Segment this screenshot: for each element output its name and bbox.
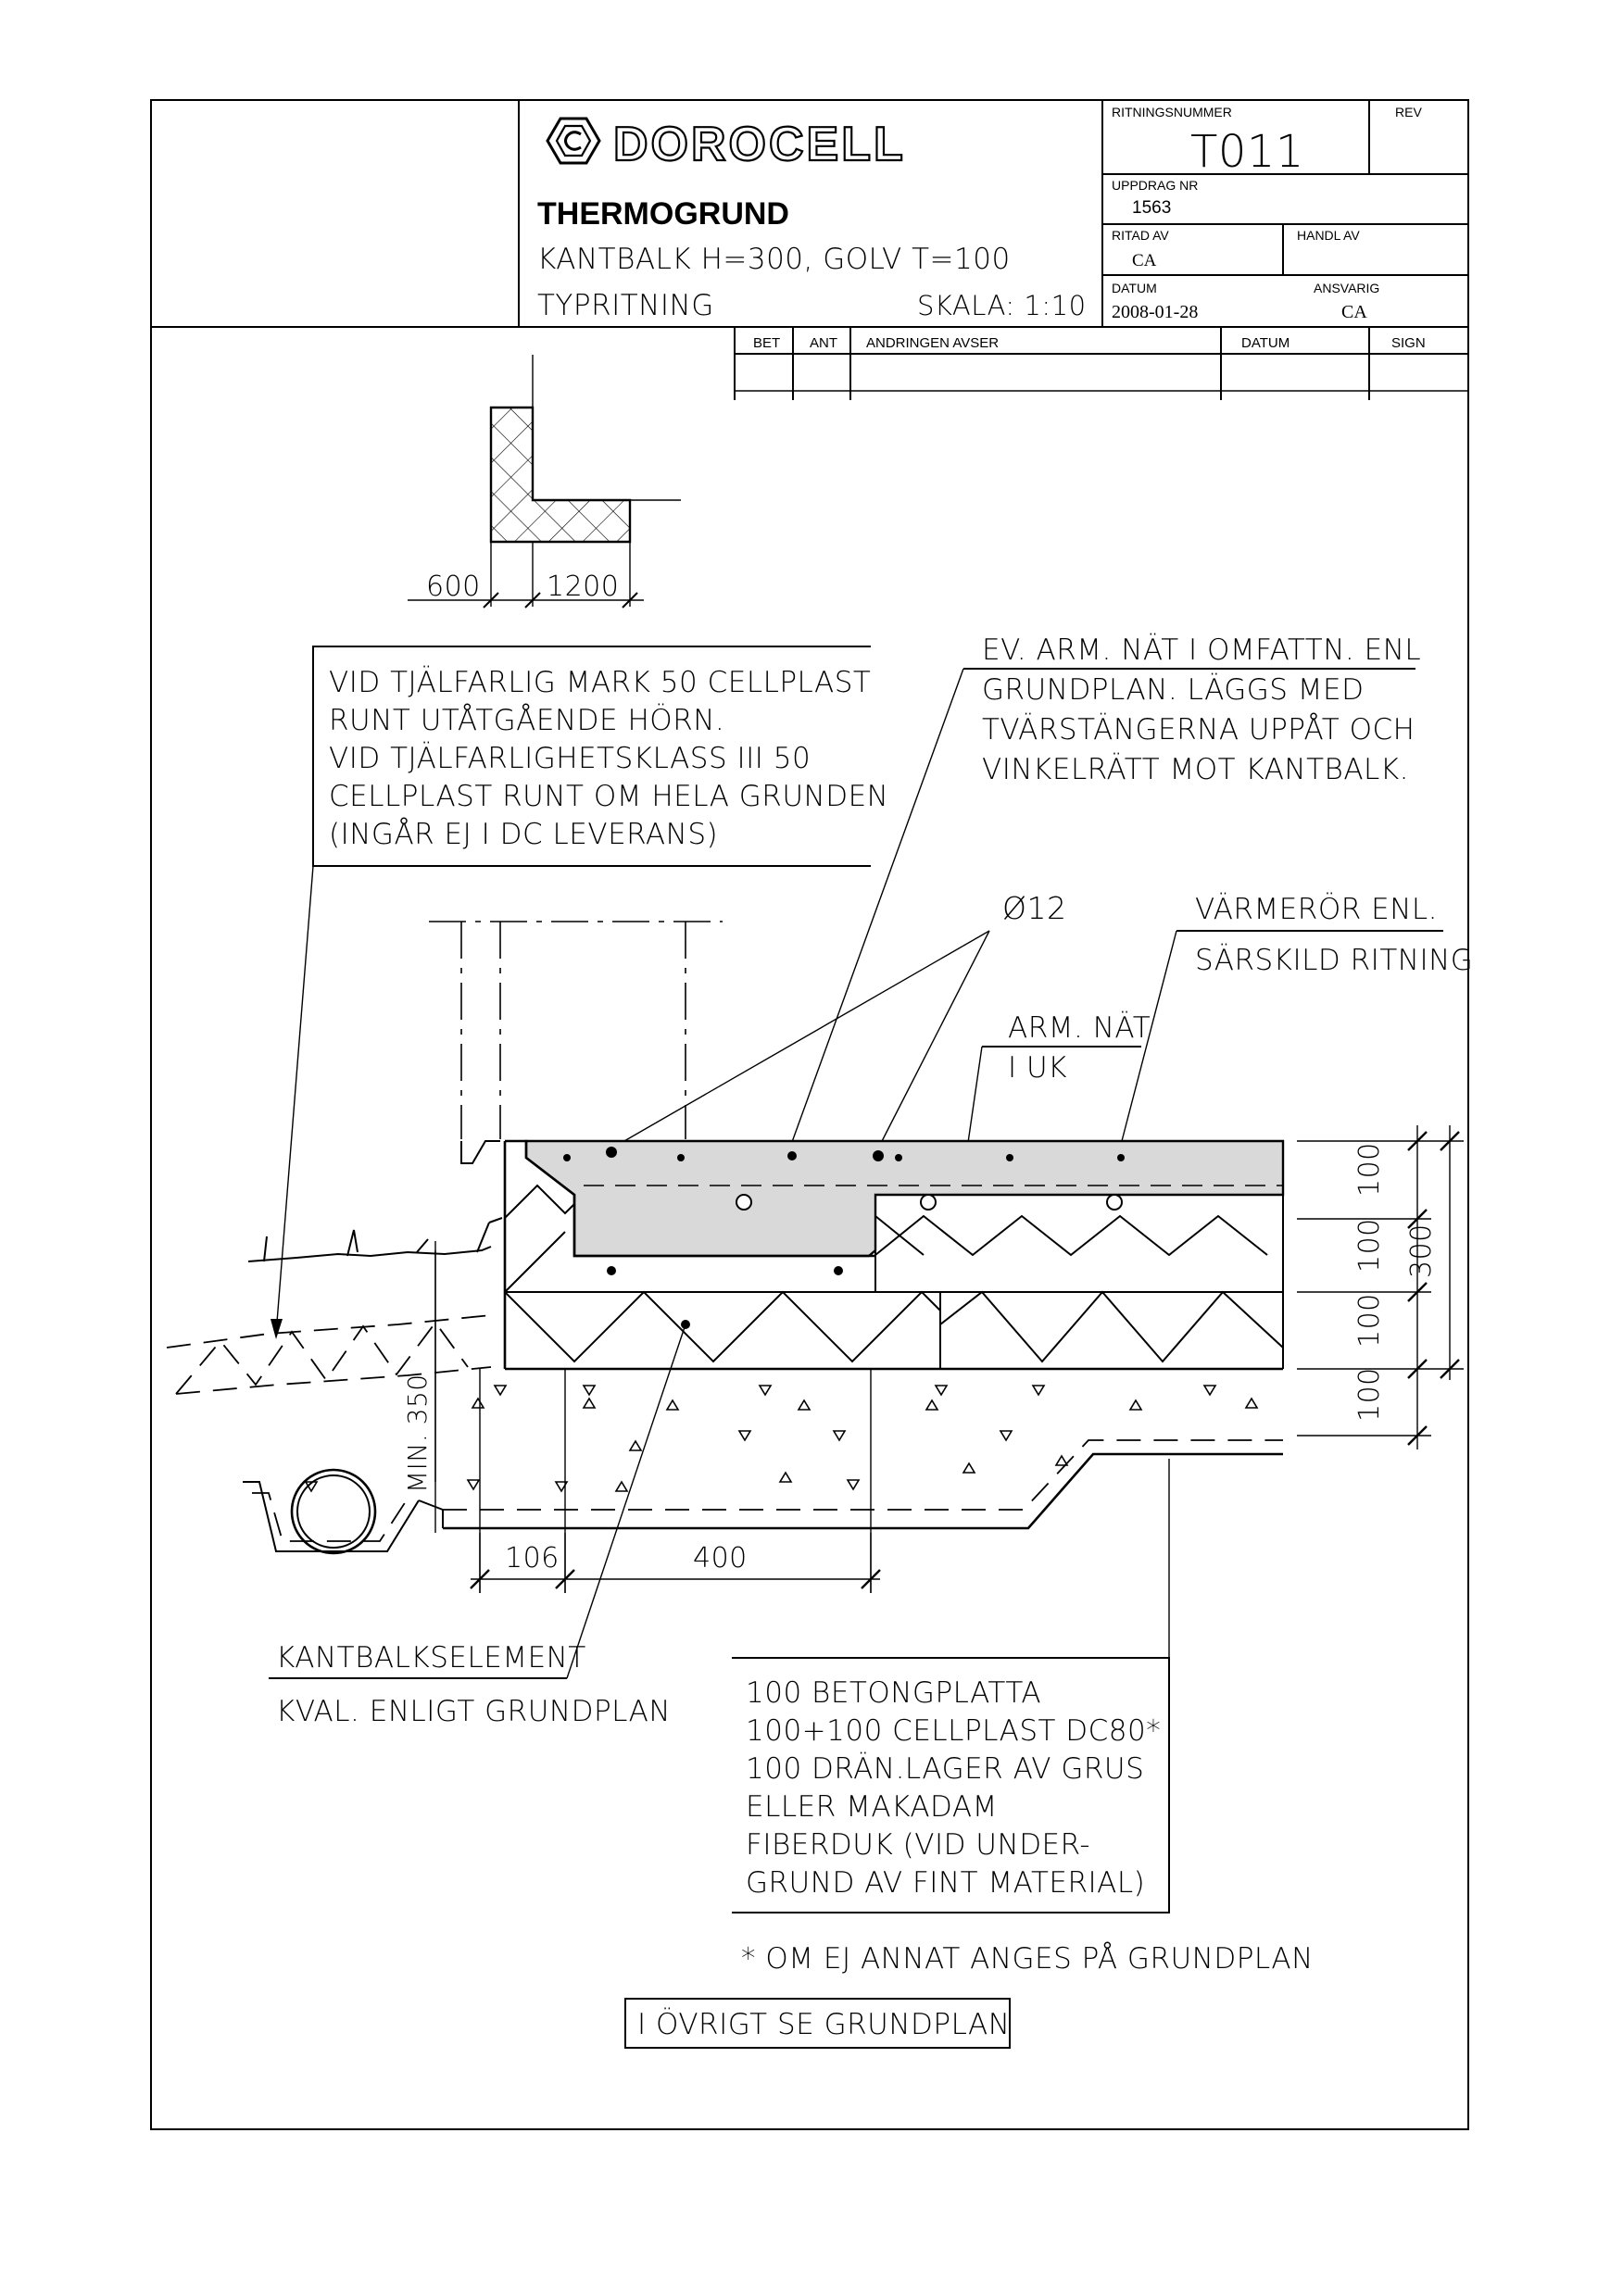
- wall-outline: [429, 921, 723, 1164]
- ritningsnummer-value: T011: [1190, 126, 1304, 178]
- rebar-label: Ø12: [610, 890, 1066, 1149]
- arm-nat-label: ARM. NÄT I UK: [961, 1011, 1151, 1188]
- dim-width-106: 106: [505, 1542, 560, 1575]
- mesh-note: EV. ARM. NÄT I OMFATTN. ENL GRUNDPLAN. L…: [791, 634, 1421, 1143]
- mesh-note-line-4: VINKELRÄTT MOT KANTBALK.: [982, 753, 1409, 786]
- rev-col-datum: DATUM: [1241, 335, 1290, 351]
- ritad-label: RITAD AV: [1112, 228, 1169, 243]
- rebar-dim-label: Ø12: [1002, 890, 1066, 926]
- ansvarig-label: ANSVARIG: [1314, 281, 1379, 295]
- sheet-border: [150, 99, 1469, 2130]
- dim-layer-4: 100: [1353, 1367, 1386, 1422]
- drawing-type: TYPRITNING: [537, 289, 714, 322]
- rev-col-ant: ANT: [810, 335, 837, 351]
- key-dim-600: 600: [426, 571, 481, 603]
- ansvarig-value: CA: [1341, 302, 1367, 322]
- rev-col-sign: SIGN: [1391, 335, 1426, 351]
- brand-wordmark: DOROCELL: [613, 118, 906, 171]
- uppdrag-label: UPPDRAG NR: [1112, 178, 1198, 193]
- dorocell-logo: DOROCELL: [546, 117, 906, 172]
- dim-layer-3: 100: [1353, 1293, 1386, 1348]
- layer-line-3: 100 DRÄN.LAGER AV GRUS: [746, 1752, 1144, 1786]
- footnote: * OM EJ ANNAT ANGES PÅ GRUNDPLAN: [741, 1941, 1314, 1976]
- frost-note-line-4: CELLPLAST RUNT OM HELA GRUNDEN: [329, 780, 888, 813]
- insulation-zigzag: [504, 1184, 1284, 1363]
- dim-width-400: 400: [693, 1542, 748, 1575]
- ritad-value: CA: [1132, 251, 1157, 270]
- horizontal-dimensions: 106 400: [470, 1533, 881, 1593]
- edge-element-label: KANTBALKSELEMENT KVAL. ENLIGT GRUNDPLAN: [269, 1320, 690, 1728]
- ritningsnummer-label: RITNINGSNUMMER: [1112, 105, 1232, 119]
- element-title: KANTBALKSELEMENT: [276, 1641, 586, 1675]
- frost-note-line-2: RUNT UTÅTGÅENDE HÖRN.: [329, 703, 724, 737]
- layer-line-1: 100 BETONGPLATTA: [746, 1676, 1041, 1710]
- layer-line-4: ELLER MAKADAM: [746, 1790, 998, 1824]
- key-plan: 600 1200: [408, 355, 681, 609]
- rev-col-andring: ANDRINGEN AVSER: [866, 335, 999, 351]
- drain-pipe: [243, 1468, 444, 1555]
- dim-total: 300: [1405, 1223, 1438, 1278]
- frost-note-line-3: VID TJÄLFARLIGHETSKLASS III 50: [329, 742, 811, 775]
- frost-note: VID TJÄLFARLIG MARK 50 CELLPLAST RUNT UT…: [270, 646, 888, 1339]
- rev-col-bet: BET: [753, 335, 780, 351]
- mesh-note-line-2: GRUNDPLAN. LÄGGS MED: [982, 673, 1365, 707]
- frost-note-line-5: (INGÅR EJ I DC LEVERANS): [329, 817, 718, 851]
- drawing-scale: SKALA: 1:10: [917, 290, 1087, 321]
- datum-label: DATUM: [1112, 281, 1157, 295]
- heating-note-line-1: VÄRMERÖR ENL.: [1195, 893, 1438, 926]
- mesh-note-line-1: EV. ARM. NÄT I OMFATTN. ENL: [982, 634, 1421, 667]
- drainage-layer: [304, 1369, 1283, 1593]
- layer-line-5: FIBERDUK (VID UNDER-: [746, 1828, 1090, 1862]
- uppdrag-value: 1563: [1132, 198, 1171, 218]
- ground-surface: [166, 1217, 503, 1482]
- handl-label: HANDL AV: [1297, 228, 1360, 243]
- see-also-box: [624, 1998, 1011, 2049]
- depth-dimension: MIN. 350: [402, 1241, 436, 1533]
- drawing-description: KANTBALK H=300, GOLV T=100: [537, 243, 1011, 276]
- title-block: DOROCELL THERMOGRUND KANTBALK H=300, GOL…: [151, 100, 1468, 400]
- dim-layer-2: 100: [1353, 1218, 1386, 1273]
- layer-line-2: 100+100 CELLPLAST DC80*: [746, 1714, 1161, 1748]
- dim-min-depth: MIN. 350: [402, 1374, 433, 1493]
- see-also-text: I ÖVRIGT SE GRUNDPLAN: [637, 2008, 1010, 2041]
- dim-layer-1: 100: [1353, 1142, 1386, 1197]
- edge-beam-element: [503, 1139, 1284, 1371]
- datum-value: 2008-01-28: [1112, 302, 1198, 322]
- heating-note-line-2: SÄRSKILD RITNING: [1195, 944, 1473, 977]
- heating-pipes: [736, 1194, 1123, 1211]
- layers-note: 100 BETONGPLATTA 100+100 CELLPLAST DC80*…: [732, 1459, 1170, 1913]
- frost-note-line-1: VID TJÄLFARLIG MARK 50 CELLPLAST: [329, 666, 871, 699]
- layer-line-6: GRUND AV FINT MATERIAL): [746, 1866, 1145, 1900]
- element-subtitle: KVAL. ENLIGT GRUNDPLAN: [276, 1695, 671, 1728]
- rebar-dots: [563, 1147, 1125, 1275]
- mesh-note-line-3: TVÄRSTÄNGERNA UPPÅT OCH: [982, 712, 1415, 747]
- arm-nat-line-1: ARM. NÄT: [1008, 1011, 1151, 1045]
- heating-pipe-label: VÄRMERÖR ENL. SÄRSKILD RITNING: [1115, 893, 1473, 1163]
- arm-nat-line-2: I UK: [1008, 1051, 1067, 1085]
- product-name: THERMOGRUND: [537, 196, 789, 232]
- vertical-dimensions: 100 100 100 100 300: [1297, 1125, 1464, 1449]
- rev-label: REV: [1395, 105, 1422, 119]
- key-dim-1200: 1200: [547, 571, 619, 603]
